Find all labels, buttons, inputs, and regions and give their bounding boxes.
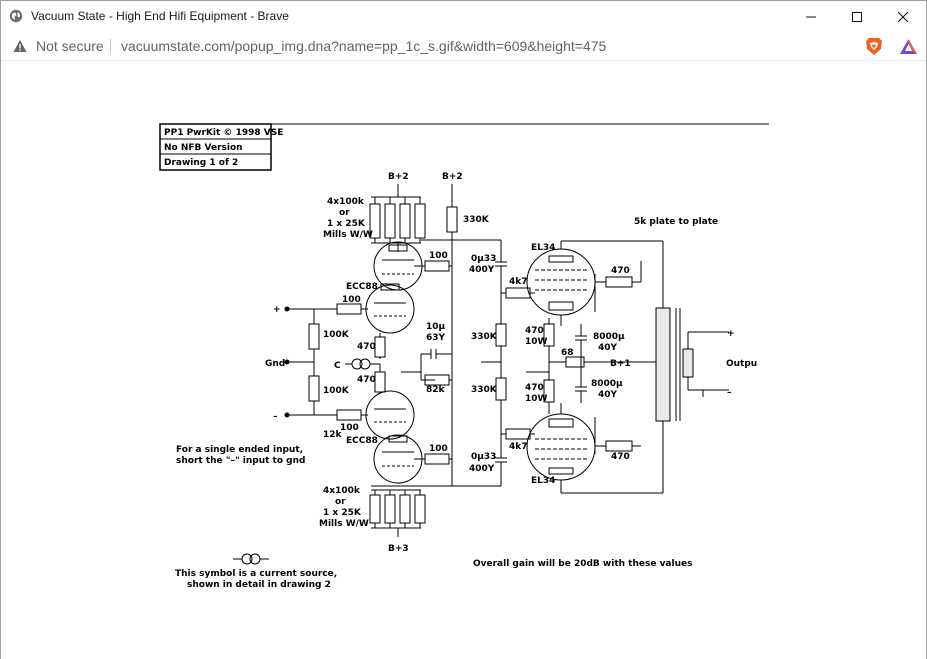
r470-g2-top-label: 470 bbox=[611, 266, 630, 276]
r4k7-bottom-label: 4k7 bbox=[509, 442, 528, 452]
mills-top-line-4: Mills W/W bbox=[323, 230, 373, 240]
mills-top-line-1: 4x100k bbox=[327, 197, 365, 207]
title-line-2: No NFB Version bbox=[164, 143, 243, 153]
input-plus-label: + bbox=[273, 305, 281, 315]
r68-label: 68 bbox=[561, 348, 574, 358]
output-label: Outpu bbox=[726, 359, 757, 369]
r470-top-label: 470 bbox=[357, 342, 376, 352]
top-supply-section: B+2 B+2 4x100k or 1 x 25K Mills W/W 330K bbox=[323, 172, 502, 392]
title-line-1: PP1 PwrKit © 1998 VSE bbox=[164, 128, 283, 138]
gain-note: Overall gain will be 20dB with these val… bbox=[473, 559, 692, 569]
r330k-label: 330K bbox=[463, 215, 490, 225]
output-cathode-network: 470 10W 470 10W 68 8000µ 40Y 8000µ 40Y B… bbox=[525, 318, 663, 414]
r82k-label: 82k bbox=[426, 385, 446, 395]
brave-shields-icon[interactable] bbox=[865, 37, 883, 56]
ecc88-bottom-tube: ECC88 100 bbox=[346, 390, 452, 484]
brave-rewards-icon[interactable] bbox=[899, 38, 918, 55]
r470-10w-top-1: 470 bbox=[525, 326, 544, 336]
output-plus-label: + bbox=[727, 329, 735, 339]
minimize-icon bbox=[806, 16, 816, 17]
minimize-button[interactable] bbox=[788, 1, 834, 32]
c8000-bottom-2: 40Y bbox=[598, 390, 618, 400]
r470-bottom-label: 470 bbox=[357, 375, 376, 385]
note-single-1: For a single ended input, bbox=[176, 445, 303, 455]
r100-in-top-label: 100 bbox=[342, 295, 361, 305]
el34-bottom-label: EL34 bbox=[531, 476, 555, 486]
title-bar: Vacuum State - High End Hifi Equipment -… bbox=[1, 1, 926, 32]
el34-top-tube: EL34 470 5k plate to plate bbox=[526, 217, 718, 326]
r330k-bottom-label: 330K bbox=[471, 385, 498, 395]
window-title: Vacuum State - High End Hifi Equipment -… bbox=[31, 9, 289, 23]
mills-bottom-line-1: 4x100k bbox=[323, 486, 361, 496]
cap-033-bottom-1: 0µ33 bbox=[471, 452, 496, 462]
mills-bottom-line-2: or bbox=[335, 497, 346, 507]
schematic-diagram: PP1 PwrKit © 1998 VSE No NFB Version Dra… bbox=[159, 123, 769, 590]
title-line-3: Drawing 1 of 2 bbox=[164, 158, 238, 168]
cap-10u-label-2: 63Y bbox=[426, 333, 446, 343]
r100k-top-label: 100K bbox=[323, 330, 350, 340]
close-icon bbox=[897, 11, 909, 22]
r470-10w-bottom-1: 470 bbox=[525, 383, 544, 393]
title-block: PP1 PwrKit © 1998 VSE No NFB Version Dra… bbox=[159, 123, 769, 171]
warning-icon[interactable] bbox=[13, 39, 27, 53]
notes: For a single ended input, short the "–" … bbox=[175, 445, 692, 590]
b2-left-label: B+2 bbox=[388, 172, 409, 182]
c8000-bottom-1: 8000µ bbox=[591, 379, 623, 389]
globe-icon bbox=[9, 9, 23, 23]
ecc88-top-tube: ECC88 100 bbox=[346, 241, 452, 334]
mills-top-line-3: 1 x 25K bbox=[327, 219, 366, 229]
current-source-label: C bbox=[334, 361, 341, 371]
output-transformer: + – Outpu bbox=[655, 241, 757, 493]
security-label[interactable]: Not secure bbox=[36, 38, 104, 54]
r12k-label: 12k bbox=[323, 430, 343, 440]
cap-033-top-2: 400Y bbox=[469, 265, 495, 275]
maximize-button[interactable] bbox=[834, 1, 880, 32]
r470-10w-top-2: 10W bbox=[525, 337, 548, 347]
r100-in-bottom-label: 100 bbox=[340, 423, 359, 433]
output-minus-label: – bbox=[727, 388, 732, 398]
r470-g2-bottom-label: 470 bbox=[611, 452, 630, 462]
c8000-top-2: 40Y bbox=[598, 343, 618, 353]
gnd-label: Gnd bbox=[265, 359, 285, 369]
mills-top-line-2: or bbox=[339, 208, 350, 218]
b2-right-label: B+2 bbox=[442, 172, 463, 182]
cap-10u-label-1: 10µ bbox=[426, 322, 446, 332]
address-separator bbox=[110, 39, 111, 54]
b1-label: B+1 bbox=[610, 359, 631, 369]
plate-label: 5k plate to plate bbox=[634, 217, 718, 227]
note-symbol-1: This symbol is a current source, bbox=[175, 569, 337, 579]
close-button[interactable] bbox=[880, 1, 926, 32]
input-section: + – Gnd 100 100 100K 100K 12k bbox=[265, 295, 368, 440]
r100k-bottom-label: 100K bbox=[323, 386, 350, 396]
b3-label: B+3 bbox=[388, 544, 409, 554]
r100-out-bottom-label: 100 bbox=[429, 444, 448, 454]
el34-top-label: EL34 bbox=[531, 243, 555, 253]
input-minus-label: – bbox=[273, 412, 278, 422]
mills-bottom-line-4: Mills W/W bbox=[319, 519, 369, 529]
r4k7-top-label: 4k7 bbox=[509, 277, 528, 287]
address-bar[interactable]: Not secure vacuumstate.com/popup_img.dna… bbox=[1, 32, 926, 61]
note-single-2: short the "–" input to gnd bbox=[176, 456, 305, 466]
coupling-network: 0µ33 400Y 0µ33 400Y 4k7 4k7 330K 330K bbox=[469, 254, 531, 486]
maximize-icon bbox=[852, 11, 862, 22]
note-symbol-2: shown in detail in drawing 2 bbox=[187, 580, 331, 590]
url-field[interactable]: vacuumstate.com/popup_img.dna?name=pp_1c… bbox=[121, 38, 607, 54]
cap-033-top-1: 0µ33 bbox=[471, 254, 496, 264]
el34-bottom-tube: EL34 470 bbox=[526, 403, 663, 494]
bottom-supply-section: 4x100k or 1 x 25K Mills W/W B+3 bbox=[319, 392, 501, 554]
r100-out-top-label: 100 bbox=[429, 251, 448, 261]
r330k-top-label: 330K bbox=[471, 332, 498, 342]
mills-bottom-line-3: 1 x 25K bbox=[323, 508, 362, 518]
page-viewport: PP1 PwrKit © 1998 VSE No NFB Version Dra… bbox=[1, 62, 926, 659]
cathode-section: 470 470 C 10µ 63Y 82k bbox=[334, 322, 452, 395]
ecc88-top-label: ECC88 bbox=[346, 282, 378, 292]
cap-033-bottom-2: 400Y bbox=[469, 464, 495, 474]
c8000-top-1: 8000µ bbox=[593, 332, 625, 342]
r470-10w-bottom-2: 10W bbox=[525, 394, 548, 404]
ecc88-bottom-label: ECC88 bbox=[346, 436, 378, 446]
